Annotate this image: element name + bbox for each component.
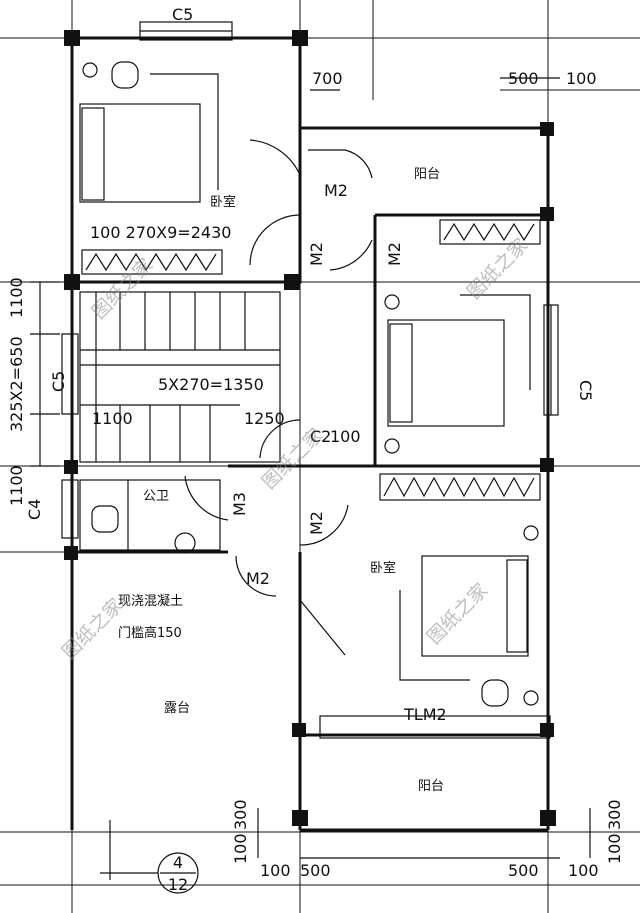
room-label-public-wc: 公卫 (143, 489, 169, 504)
door-swings (184, 139, 373, 656)
stair-note-right: 1250 (244, 409, 285, 428)
room-label-balcony-top: 阳台 (414, 167, 440, 182)
dim-bottom-500-a: 500 (300, 861, 331, 880)
room-label-bedroom-bottom: 卧室 (370, 560, 396, 576)
watermark-2: 图纸之家 (463, 234, 532, 303)
dim-bottom-100-left: 100 (231, 833, 250, 864)
section-sheet: 12 (168, 875, 188, 894)
note-sill-height: 门槛高150 (118, 625, 182, 641)
dim-bottom-300-right: 300 (605, 799, 624, 830)
dim-bottom-500-b: 500 (508, 861, 539, 880)
door-label-m2-bedroom-right: M2 (385, 242, 404, 266)
door-label-m2-terrace: M2 (246, 569, 270, 588)
note-concrete: 现浇混凝土 (118, 593, 183, 609)
stair-note-left: 1100 (92, 409, 133, 428)
dim-left-1100-bottom: 1100 (7, 465, 26, 506)
door-label-m2-bedroom-bottom: M2 (307, 511, 326, 535)
stair-note-top: 100 270X9=2430 (90, 223, 231, 242)
stair-note-right-small: 100 (330, 427, 361, 446)
door-label-m2-stair: M2 (307, 242, 326, 266)
window-label-wc: C4 (25, 499, 44, 520)
window-label-stair: C5 (49, 371, 68, 392)
window-label-stair-small: C2 (310, 427, 331, 446)
dim-100-top-right: 100 (566, 69, 597, 88)
window-label-top: C5 (172, 5, 193, 24)
dim-bottom-100-b: 100 (568, 861, 599, 880)
stair-note-mid: 5X270=1350 (158, 375, 264, 394)
dim-bottom-300-left: 300 (231, 799, 250, 830)
dim-left-1100-top: 1100 (7, 277, 26, 318)
windows (61, 21, 559, 739)
furniture (79, 61, 541, 707)
dim-bottom-100-a: 100 (260, 861, 291, 880)
door-label-tlm2: TLM2 (403, 705, 447, 724)
room-label-balcony-bottom: 阳台 (418, 779, 444, 794)
window-label-right: C5 (576, 380, 595, 401)
stair (79, 291, 281, 463)
dim-left-325x2: 325X2=650 (7, 336, 26, 432)
watermark-5: 图纸之家 (423, 579, 492, 648)
section-number: 4 (173, 853, 183, 872)
dim-700: 700 (312, 69, 343, 88)
watermark-4: 图纸之家 (58, 594, 127, 663)
door-label-m2-balcony: M2 (324, 181, 348, 200)
room-label-terrace: 露台 (164, 701, 190, 716)
room-label-bedroom-top: 卧室 (210, 194, 236, 210)
dimension-ticks (30, 77, 591, 859)
columns (64, 30, 556, 826)
door-label-m3: M3 (230, 492, 249, 516)
section-mark: 4 12 (100, 820, 199, 894)
dim-500-top-right: 500 (508, 69, 539, 88)
dim-bottom-100-right: 100 (605, 833, 624, 864)
